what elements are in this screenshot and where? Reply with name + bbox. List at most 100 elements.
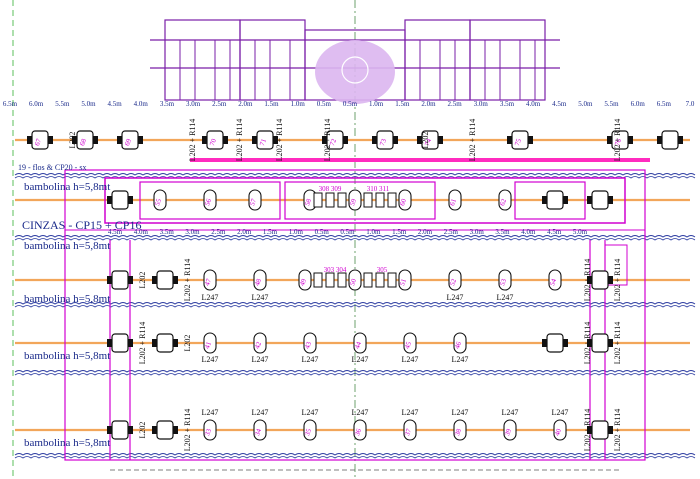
group-box-right [514, 181, 586, 220]
fixture-row1-yoke [27, 136, 32, 144]
fixture-row2: 56 [203, 189, 217, 211]
scale-tick-label-top: 1.0m [369, 100, 384, 108]
group-unit-row2 [375, 192, 385, 208]
fixture-row3-body [398, 269, 412, 291]
fixture-row4: 44 [353, 332, 367, 354]
fixture-row1-lens [628, 136, 633, 144]
fixture-type-label: L247 [402, 408, 419, 417]
fixture-row5: 34 [253, 419, 267, 441]
fixture-row5-edge-r-body [591, 420, 609, 440]
fixture-type-label: L247 [202, 408, 219, 417]
fixture-row3-edge-r-yoke [587, 276, 592, 284]
fixture-row2-body [153, 189, 167, 211]
side-note-flos: 19 - flos & CP20 - sx [18, 163, 87, 172]
fixture-row2-edge-r [542, 190, 568, 210]
group-unit-row3 [375, 272, 385, 288]
fixture-row3-body [203, 269, 217, 291]
fixture-row3: 49 [298, 269, 312, 291]
fixture-row5-number: 40 [553, 427, 563, 437]
scale-tick-label-top: 6.5m [657, 100, 672, 108]
vertical-tag: L202 + R114 [613, 259, 622, 301]
fixture-row1-yoke [72, 136, 77, 144]
fixture-row2-body [398, 189, 412, 211]
fixture-row4-edge2 [152, 333, 178, 353]
fixture-row5: 39 [503, 419, 517, 441]
scale-tick-label-top: 4.5m [108, 100, 123, 108]
fixture-row4-body [353, 332, 367, 354]
fixture-row4-edge-r-body [546, 333, 564, 353]
fixture-row3: 54 [548, 269, 562, 291]
fixture-row1-edge-lens [678, 136, 683, 144]
fixture-row4-edge-r-yoke [542, 339, 547, 347]
fixture-row3-edge [107, 270, 133, 290]
scale-tick-label-top: 5.5m [55, 100, 70, 108]
fixture-row2-number: 60 [398, 197, 408, 207]
scale-tick-label-top: 2.5m [212, 100, 227, 108]
scale-tick-label-top: 2.0m [421, 100, 436, 108]
vertical-tag: L202 + R114 [188, 119, 197, 161]
fixture-row4-number: 44 [353, 340, 363, 350]
scale-tick-label-top: 5.0m [578, 100, 593, 108]
scale-tick-label-mid: 1.0m [289, 228, 304, 236]
fixture-row3: 53 [498, 269, 512, 291]
fixture-row3-number: 54 [548, 277, 558, 287]
fixture-row5-body [553, 419, 567, 441]
fixture-row2-body [248, 189, 262, 211]
fixture-row1-number: 76 [613, 137, 623, 147]
fixture-row1: 70 [202, 130, 228, 150]
bambolina-wave-3 [14, 302, 696, 305]
fixture-row5-body [303, 419, 317, 441]
fixture-type-label: L247 [352, 355, 369, 364]
fixture-row4-number: 45 [403, 340, 413, 350]
center-projector-lens [341, 56, 369, 84]
group-code: 308 309 [319, 185, 342, 193]
fixture-row2-edge-rr-lens [608, 196, 613, 204]
fixture-type-label: L247 [502, 408, 519, 417]
scale-tick-label-mid: 3.0m [185, 228, 200, 236]
row-label-4: bambolina h=5,8mt [24, 350, 111, 362]
group-unit-row2 [337, 192, 347, 208]
fixture-row1-lens [393, 136, 398, 144]
vertical-tag: L202 [138, 272, 147, 289]
fixture-type-label: L247 [552, 408, 569, 417]
fixture-row3-edge2-lens [173, 276, 178, 284]
fixture-row2-edge-r-yoke [542, 196, 547, 204]
fixture-row1-number: 67 [33, 137, 43, 147]
bambolina-wave-5-b [14, 456, 696, 459]
fixture-row3-number: 53 [498, 277, 508, 287]
fixture-row1-lens [273, 136, 278, 144]
bambolina-wave-2 [14, 235, 696, 238]
fixture-row1-number: 75 [513, 137, 523, 147]
fixture-row1-lens [48, 136, 53, 144]
fixture-row1-yoke [417, 136, 422, 144]
scale-tick-label-mid: 0.5m [315, 228, 330, 236]
fixture-row2-number: 62 [498, 197, 508, 207]
fixture-row3-number: 50 [348, 277, 358, 287]
fixture-row5-number: 33 [203, 427, 213, 437]
fixture-row1-edge-body [661, 130, 679, 150]
fixture-row4-body [403, 332, 417, 354]
fixture-row1-yoke [252, 136, 257, 144]
scale-tick-label-mid: 5.0m [573, 228, 588, 236]
fixture-row5-edge2 [152, 420, 178, 440]
fixture-row4-body [203, 332, 217, 354]
group-unit-row2 [313, 192, 323, 208]
scale-tick-label-top: 2.0m [238, 100, 253, 108]
group-unit-row3 [387, 272, 397, 288]
fixture-row3: 47 [203, 269, 217, 291]
fixture-row3-edge2-yoke [152, 276, 157, 284]
fixture-row2-edge-rr-body [591, 190, 609, 210]
fixture-row5-edge2-yoke [152, 426, 157, 434]
fixture-row2-body [348, 189, 362, 211]
scale-tick-label-mid: 3.5m [160, 228, 175, 236]
fixture-row1: 72 [322, 130, 348, 150]
group-box-center [284, 181, 436, 220]
fixture-row1-lens [528, 136, 533, 144]
fixture-row2-number: 55 [153, 197, 163, 207]
fixture-row2-body [498, 189, 512, 211]
fixture-row4-edge-yoke [107, 339, 112, 347]
fixture-row5-body [203, 419, 217, 441]
fixture-row5-number: 39 [503, 427, 513, 437]
